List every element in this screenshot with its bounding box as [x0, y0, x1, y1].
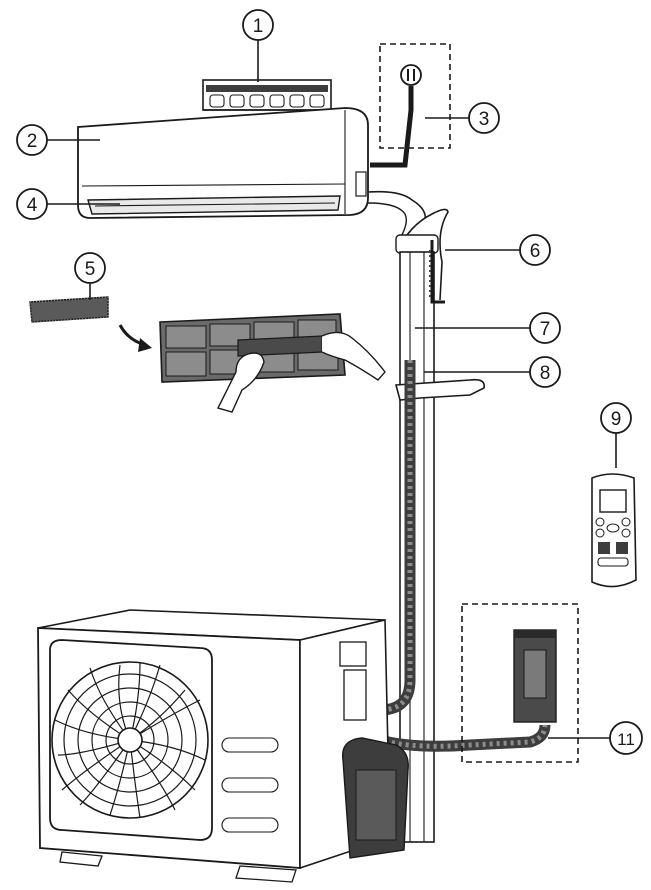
- callout-8-label: 8: [540, 363, 551, 384]
- callout-1: 1: [242, 9, 274, 41]
- callout-3: 3: [468, 102, 500, 134]
- callout-9-label: 9: [611, 409, 622, 430]
- callout-7: 7: [529, 312, 561, 344]
- air-filter-icon: [159, 313, 386, 413]
- mounting-plate-icon: [202, 79, 332, 111]
- callout-2-label: 2: [27, 131, 38, 152]
- callout-11: 11: [609, 721, 643, 755]
- callout-1-label: 1: [253, 16, 264, 37]
- filter-strip-icon: [29, 296, 152, 352]
- wall-controller-group: [461, 603, 579, 763]
- callout-5-label: 5: [85, 259, 96, 280]
- callout-7-label: 7: [540, 319, 551, 340]
- leader-lines: [46, 40, 617, 739]
- callout-11-label: 11: [617, 730, 635, 749]
- wall-controller-icon: [513, 629, 557, 723]
- callout-3-label: 3: [479, 109, 490, 130]
- callout-4: 4: [16, 188, 48, 220]
- callout-6: 6: [519, 234, 551, 266]
- power-cord-group: [370, 43, 451, 168]
- callout-2: 2: [16, 124, 48, 156]
- callout-5: 5: [74, 252, 106, 284]
- callout-9: 9: [600, 402, 632, 434]
- louver-icon: [87, 195, 341, 215]
- remote-control-icon: [591, 473, 637, 588]
- callout-4-label: 4: [27, 195, 38, 216]
- indoor-unit-icon: [77, 107, 369, 219]
- callout-6-label: 6: [530, 241, 541, 262]
- fan-grille-icon: [49, 639, 213, 841]
- power-plug-icon: [400, 64, 422, 86]
- callout-8: 8: [529, 356, 561, 388]
